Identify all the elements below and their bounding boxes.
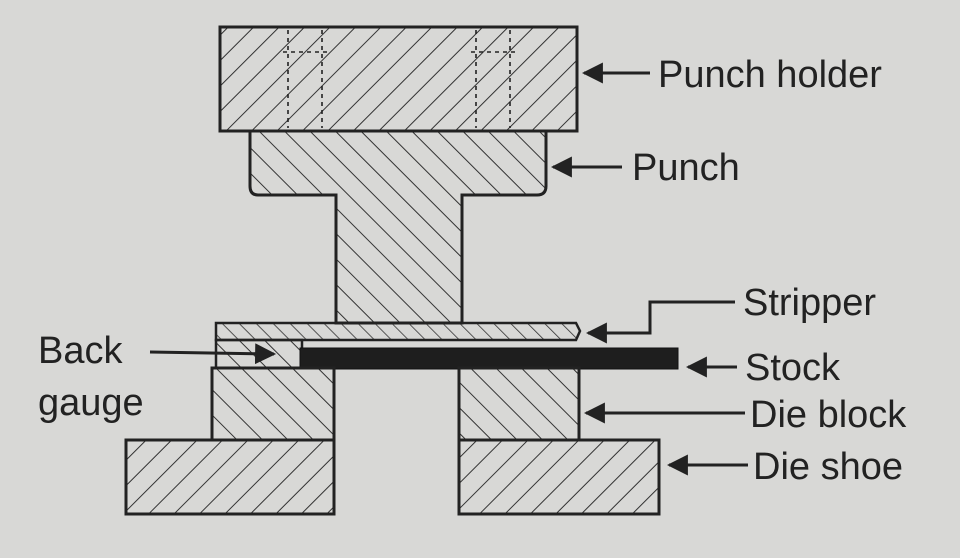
leader-arrows: [149, 62, 748, 476]
punch-label: Punch: [632, 147, 740, 189]
back-gauge-arrow: [149, 343, 277, 365]
back-gauge-label-line1: Back: [38, 330, 123, 372]
die-shoe-part: [124, 438, 661, 516]
die-shoe-label: Die shoe: [753, 446, 903, 488]
punch-holder-label: Punch holder: [658, 54, 882, 96]
punch-holder-part: [218, 25, 579, 133]
back-gauge-label-line2: gauge: [38, 382, 144, 424]
stripper-label: Stripper: [743, 282, 877, 324]
punch-part: [248, 129, 548, 325]
stripper-part: [214, 321, 582, 342]
die-block-part: [210, 366, 581, 442]
die-block-label: Die block: [750, 394, 907, 436]
stripper-arrow: [585, 300, 735, 344]
stock-strip: [299, 347, 679, 370]
stock-label: Stock: [745, 347, 841, 389]
